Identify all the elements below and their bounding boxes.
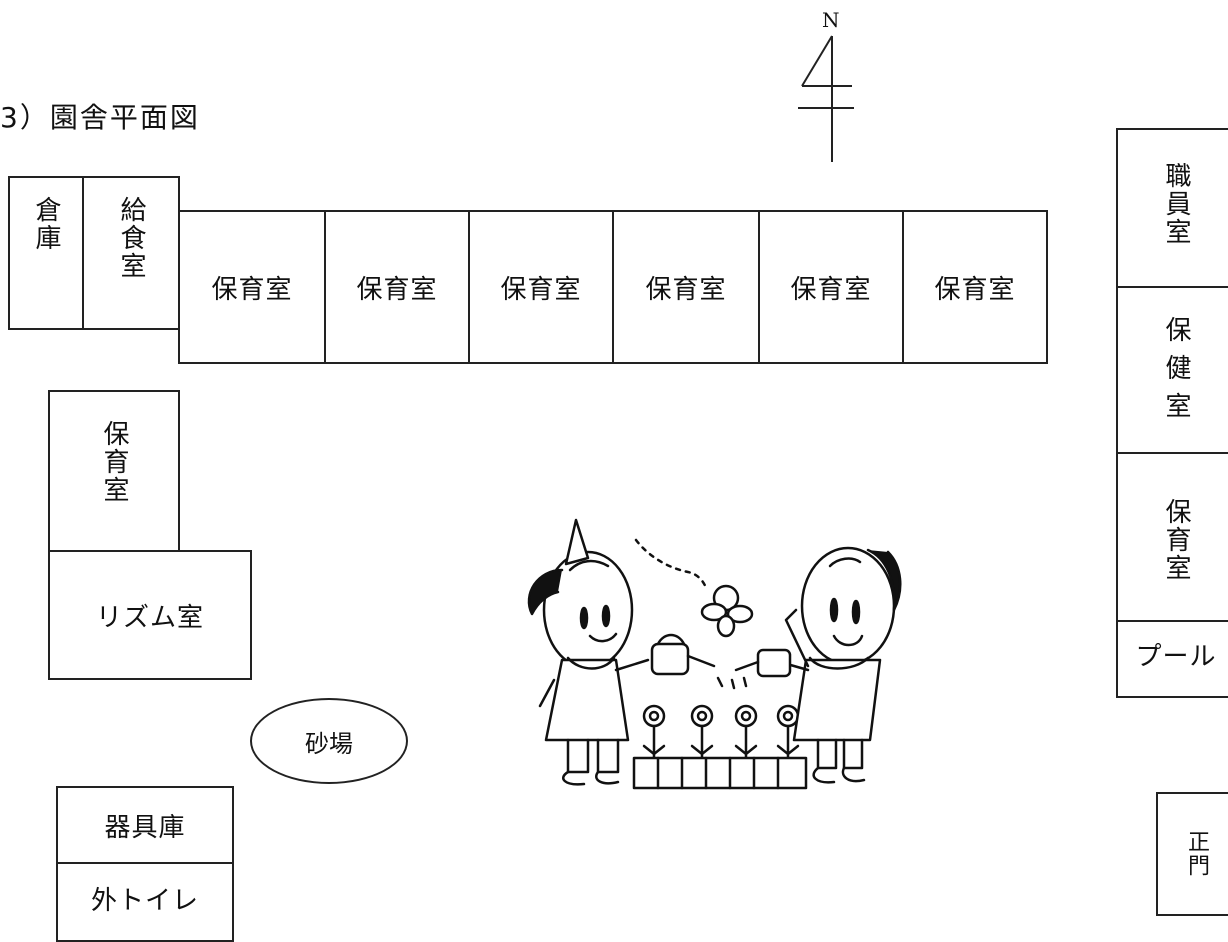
pool-label: プール (1135, 642, 1217, 672)
children-watering-flowers-illustration (527, 518, 902, 790)
butterfly-icon (634, 538, 754, 638)
kitchen-room: 給食室 (82, 176, 180, 330)
rhythm-room-label: リズム室 (95, 602, 204, 633)
nursery-room-2-label: 保育室 (356, 274, 438, 305)
nursery-room-east-label: 保育室 (1161, 498, 1191, 582)
equipment-storage-room: 器具庫 (56, 786, 234, 864)
nursery-room-5-label: 保育室 (790, 274, 872, 305)
outdoor-toilet: 外トイレ (56, 862, 234, 942)
staff-room: 職員室 (1116, 128, 1228, 288)
flowers-icon (632, 704, 808, 790)
main-gate-label: 正門 (1184, 830, 1209, 878)
nursery-room-west-label: 保育室 (99, 420, 129, 504)
nursery-room-5: 保育室 (758, 210, 904, 364)
sandbox: 砂場 (250, 698, 408, 784)
outdoor-toilet-label: 外トイレ (90, 886, 199, 916)
rhythm-room: リズム室 (48, 550, 252, 680)
sandbox-label: 砂場 (305, 729, 353, 758)
equipment-storage-label: 器具庫 (104, 812, 186, 843)
nursery-room-4: 保育室 (612, 210, 760, 364)
boy-figure-icon (734, 546, 902, 784)
nursery-room-1-label: 保育室 (211, 274, 293, 305)
nursery-room-4-label: 保育室 (645, 274, 727, 305)
nursery-room-1: 保育室 (178, 210, 326, 364)
pool: プール (1116, 620, 1228, 698)
watering-can-icon (650, 633, 716, 676)
nursery-room-3-label: 保育室 (500, 274, 582, 305)
nursery-room-3: 保育室 (468, 210, 614, 364)
staff-room-label: 職員室 (1161, 162, 1191, 246)
storage-room: 倉庫 (8, 176, 84, 330)
nursery-room-6-label: 保育室 (934, 274, 1016, 305)
plan-title: 3）園舎平面図 (0, 101, 200, 134)
north-label: N (822, 8, 840, 32)
kitchen-room-label: 給食室 (116, 196, 146, 280)
health-room: 保健室 (1116, 286, 1228, 454)
nursery-room-2: 保育室 (324, 210, 470, 364)
nursery-room-6: 保育室 (902, 210, 1048, 364)
nursery-room-west: 保育室 (48, 390, 180, 552)
girl-figure-icon (527, 518, 650, 786)
health-room-label: 保健室 (1161, 316, 1191, 430)
main-gate: 正門 (1156, 792, 1228, 916)
north-arrow-icon (798, 35, 854, 162)
water-drops-icon (716, 676, 748, 690)
storage-room-label: 倉庫 (31, 196, 61, 252)
nursery-room-east: 保育室 (1116, 452, 1228, 622)
